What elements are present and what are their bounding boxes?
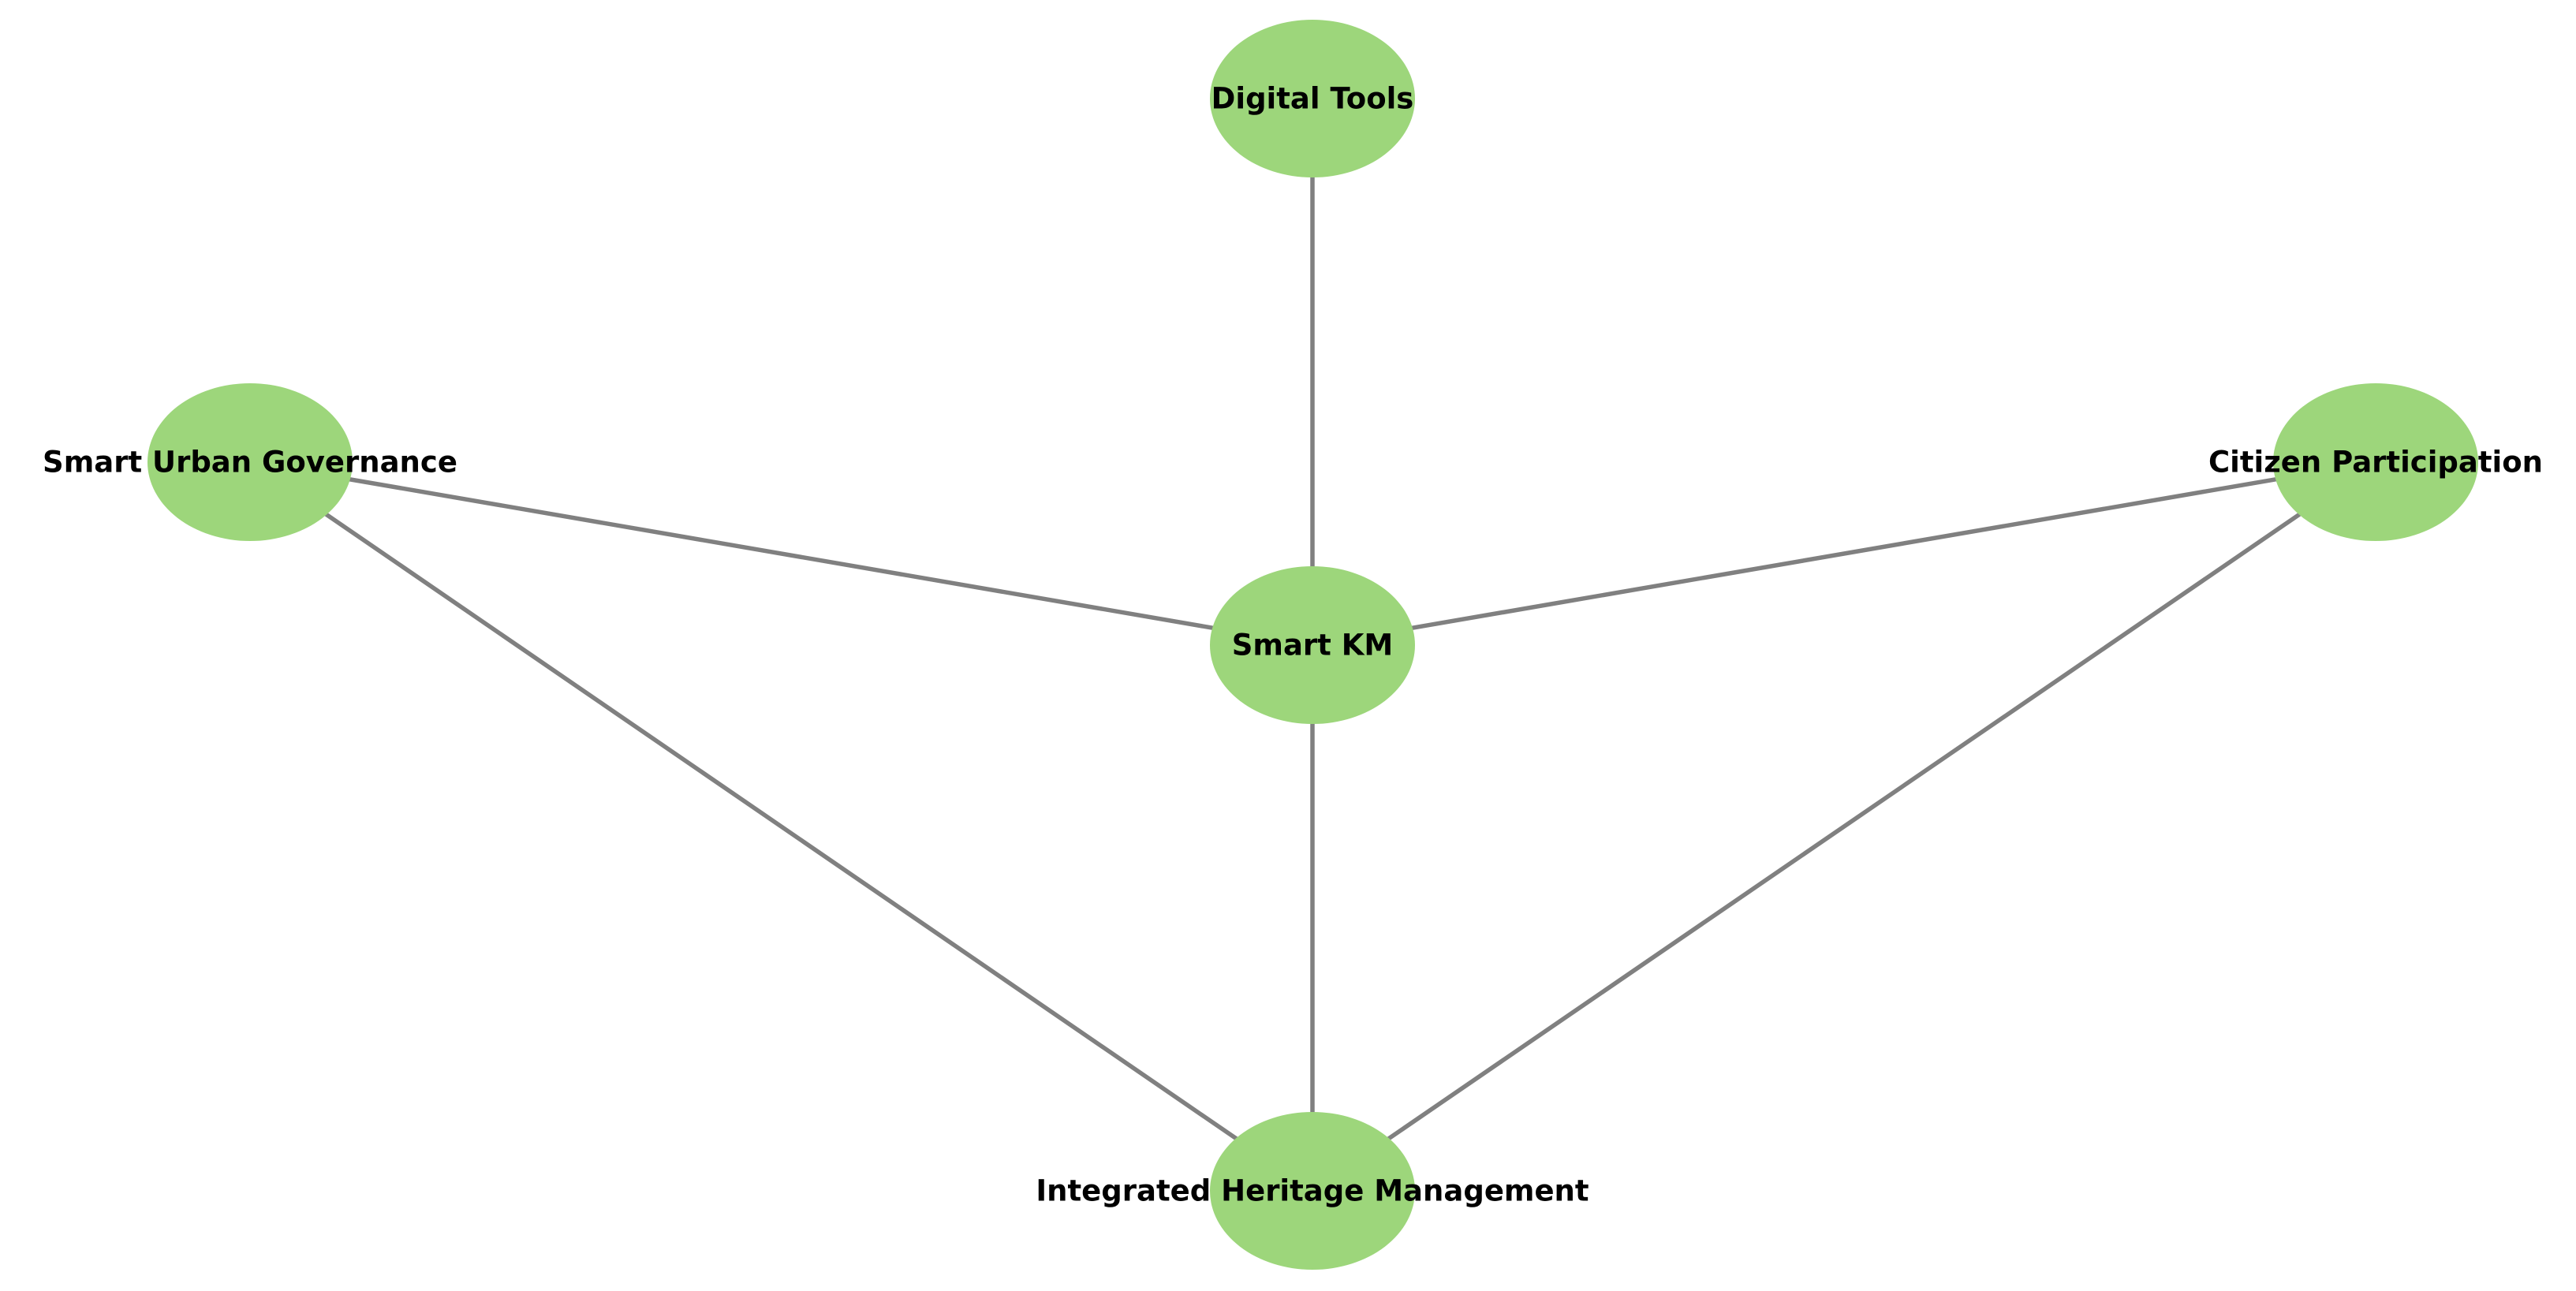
node-smart-urban-governance[interactable]: Smart Urban Governance: [43, 383, 457, 541]
edge-citizen-participation-integrated-heritage-management: [1310, 460, 2378, 1193]
node-layer: Digital Tools Smart Urban Governance Cit…: [43, 20, 2543, 1270]
node-digital-tools[interactable]: Digital Tools: [1210, 20, 1415, 177]
node-label: Citizen Participation: [2208, 446, 2543, 479]
edge-smart-km-citizen-participation: [1310, 460, 2378, 647]
node-smart-km[interactable]: Smart KM: [1210, 566, 1415, 724]
edge-smart-urban-governance-integrated-heritage-management: [248, 460, 1315, 1193]
node-circle: [2273, 383, 2478, 541]
node-label: Integrated Heritage Management: [1036, 1174, 1589, 1208]
node-label: Smart Urban Governance: [43, 446, 457, 479]
edge-layer: [248, 96, 2378, 1193]
node-circle: [1210, 566, 1415, 724]
node-label: Smart KM: [1232, 629, 1393, 662]
node-integrated-heritage-management[interactable]: Integrated Heritage Management: [1036, 1112, 1589, 1270]
node-circle: [1210, 20, 1415, 177]
edge-smart-km-smart-urban-governance: [248, 460, 1315, 647]
node-circle: [147, 383, 353, 541]
node-circle: [1210, 1112, 1415, 1270]
node-label: Digital Tools: [1211, 82, 1414, 116]
node-citizen-participation[interactable]: Citizen Participation: [2208, 383, 2543, 541]
